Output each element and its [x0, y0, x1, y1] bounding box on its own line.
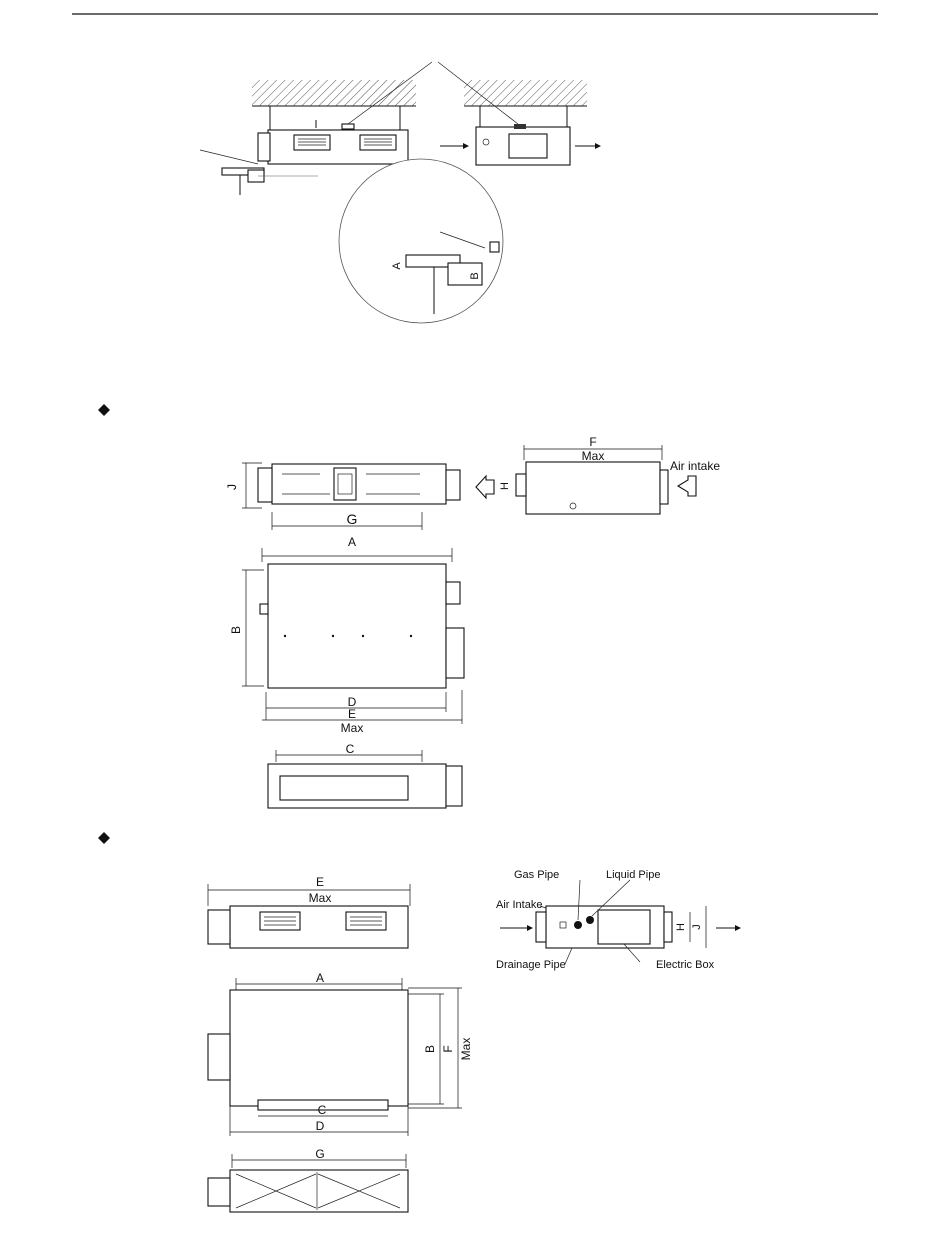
- section1-end-view: F Max Air intake H: [499, 435, 720, 514]
- section2-front-view: E Max: [208, 875, 410, 948]
- electric-box-label: Electric Box: [656, 959, 715, 971]
- dim-label-max-2: Max: [309, 891, 332, 905]
- unit-side-installed: [258, 120, 408, 164]
- section2-side-view: Gas Pipe Liquid Pipe Air Intake Drainage…: [496, 869, 740, 971]
- dim-label-f: F: [589, 435, 596, 449]
- dim-label-e: E: [348, 707, 356, 721]
- dim-label-a: A: [348, 535, 356, 549]
- installation-view: A B: [200, 62, 600, 323]
- section1-bottom-view: C: [268, 742, 462, 808]
- dim-label-c: C: [346, 742, 355, 756]
- air-intake-label-2: Air Intake: [496, 899, 542, 911]
- dim-label-b: B: [229, 626, 243, 634]
- air-intake-arrow: [678, 476, 696, 496]
- detail-label-a: A: [391, 262, 403, 270]
- dim-label-g: G: [347, 511, 358, 527]
- section2-bottom-view: G: [208, 1147, 408, 1212]
- unit-front-installed: [440, 124, 600, 165]
- dim-label-e-max: Max: [341, 721, 364, 735]
- dim-label-j: J: [225, 484, 239, 490]
- gas-pipe-label: Gas Pipe: [514, 869, 559, 881]
- liquid-pipe-label: Liquid Pipe: [606, 869, 660, 881]
- drain-detail-magnified: A B: [258, 159, 503, 323]
- dim-label-h: H: [499, 482, 511, 490]
- bullet-diamond-1: [98, 404, 110, 416]
- dim-label-j-2: J: [691, 924, 703, 930]
- section2-top-view: A B F Max C D: [208, 971, 473, 1136]
- detail-label-b: B: [469, 272, 481, 279]
- dim-label-max-3: Max: [459, 1038, 473, 1061]
- bullet-diamond-2: [98, 832, 110, 844]
- dim-label-e-2: E: [316, 875, 324, 889]
- dim-label-f-2: F: [441, 1045, 455, 1052]
- ceiling-left: [252, 80, 416, 106]
- air-intake-label: Air intake: [670, 459, 720, 473]
- air-outlet-arrow: [476, 476, 494, 498]
- ceiling-right: [464, 80, 587, 106]
- dim-label-g-2: G: [315, 1147, 324, 1161]
- dim-label-max: Max: [582, 449, 605, 463]
- dim-label-b-2: B: [423, 1045, 437, 1053]
- dim-label-c-2: C: [318, 1103, 327, 1117]
- dim-label-d-2: D: [316, 1119, 325, 1133]
- dim-label-a-2: A: [316, 971, 324, 985]
- section1-side-view: J G: [225, 463, 494, 530]
- section1-top-view: A B D E Max: [229, 535, 464, 735]
- dim-label-h-2: H: [675, 923, 687, 931]
- drainage-pipe-label: Drainage Pipe: [496, 959, 566, 971]
